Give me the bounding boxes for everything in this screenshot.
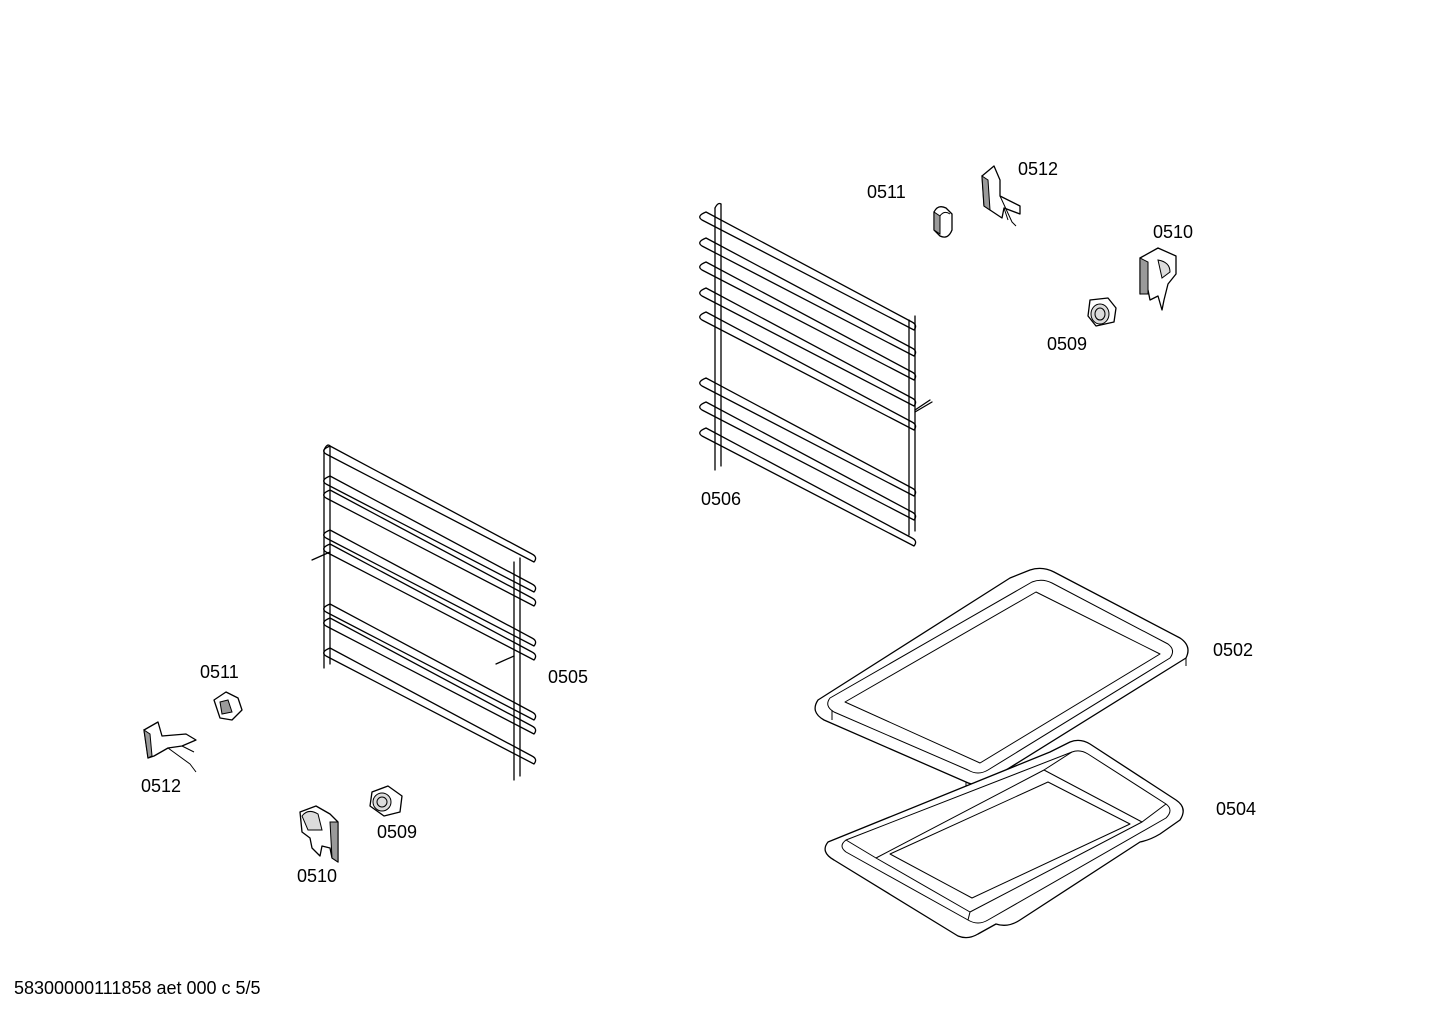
rack-0506-runner [699,427,917,547]
drawing-reference-number: 58300000111858 aet 000 c 5/5 [14,978,261,998]
clip-0511-bottom [213,691,243,721]
rack-0505-runner [323,445,537,563]
label-0509-bottom: 0509 [377,822,417,842]
roasting-pan-0504 [824,739,1184,939]
bracket-0512-top [981,165,1021,227]
label-0509-top: 0509 [1047,334,1087,354]
label-0502: 0502 [1213,640,1253,660]
latch-0510-bottom [299,805,339,863]
label-0504: 0504 [1216,799,1256,819]
rack-0505-runner [323,489,537,607]
latch-0510-top [1139,247,1177,311]
label-0506: 0506 [701,489,741,509]
rack-0506-runner [699,287,917,407]
label-0511-bottom: 0511 [200,662,239,682]
rack-0506-runner [699,311,917,431]
label-0505: 0505 [548,667,588,687]
label-0511-top: 0511 [867,182,906,202]
label-0510-bottom: 0510 [297,866,337,886]
label-0512-bottom: 0512 [141,776,181,796]
shelf-rack-0505 [311,444,537,781]
fitting-0509-bottom [369,785,403,817]
rack-0505-runner [323,543,537,661]
rack-0506-runner [699,261,917,381]
rack-0505-runner [323,475,537,593]
rack-0506-runner [699,401,917,521]
baking-tray-0502 [814,567,1189,790]
bracket-0512-bottom [143,721,197,773]
rack-0505-runner [323,529,537,647]
shelf-rack-0506 [699,202,933,547]
rack-0505-runner [323,647,537,765]
label-0512-top: 0512 [1018,159,1058,179]
clip-0511-top [933,206,953,238]
rack-0506-runner [699,211,917,331]
fitting-0509-top [1087,297,1117,327]
rack-0506-runner [699,237,917,357]
rack-0505-runner [323,603,537,721]
rack-0505-runner [323,617,537,735]
rack-0506-runner [699,377,917,497]
label-0510-top: 0510 [1153,222,1193,242]
